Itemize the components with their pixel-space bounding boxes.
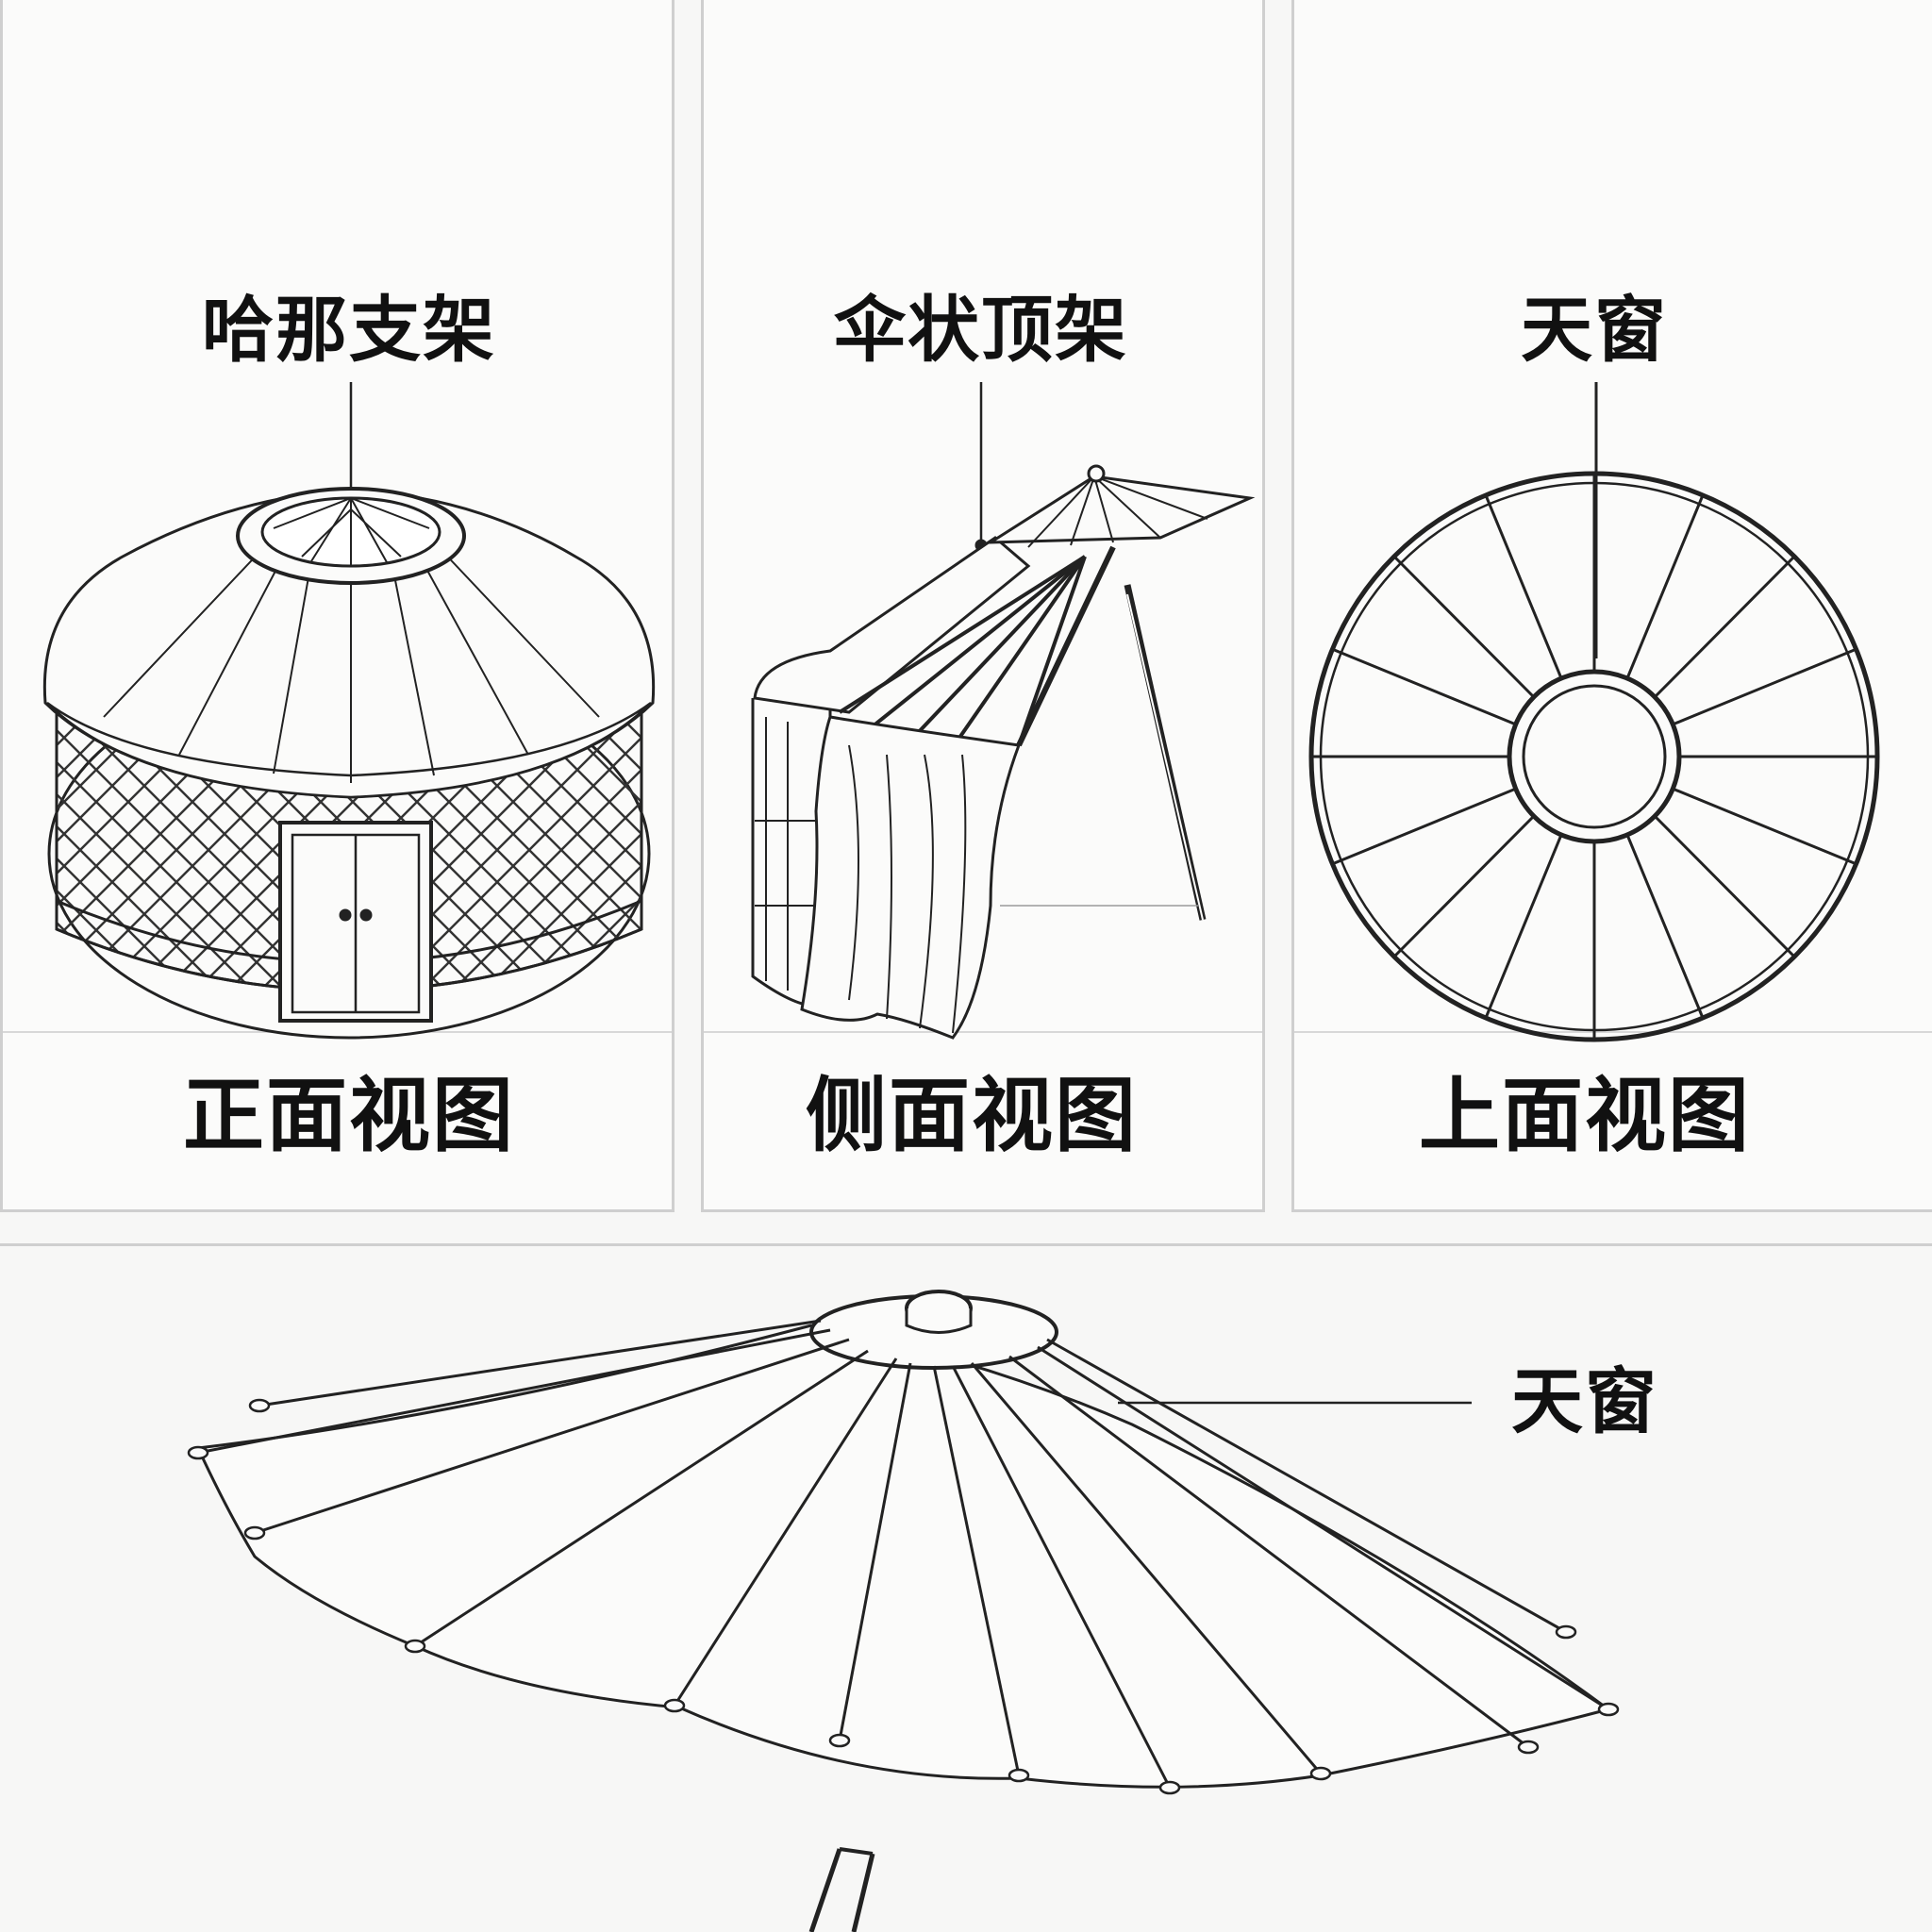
top-view-label: 上面视图 (1419, 1069, 1751, 1163)
umbrella-ribs (197, 1319, 1609, 1789)
wheel-spokes (1311, 474, 1877, 1040)
umbrella-callout-label: 天窗 (1511, 1359, 1658, 1443)
panel-divider (704, 1031, 1262, 1033)
section-rule (0, 1243, 1932, 1246)
panel-divider (1294, 1031, 1932, 1033)
side-callout-label: 伞状顶架 (834, 288, 1128, 372)
top-callout-label: 天窗 (1521, 288, 1668, 372)
front-callout-label: 哈那支架 (202, 288, 496, 372)
side-view-label: 侧面视图 (806, 1069, 1138, 1163)
top-view-panel (1291, 0, 1932, 1212)
side-fabric-drape (800, 715, 1022, 1040)
yurt-side-illustration (751, 382, 1256, 1040)
yurt-front-illustration (42, 382, 656, 1040)
umbrella-illustration (187, 1290, 1620, 1932)
front-view-label: 正面视图 (183, 1069, 515, 1163)
side-view-panel (701, 0, 1265, 1212)
wheel-top-illustration (1308, 382, 1880, 1042)
umbrella-pole (808, 1848, 875, 1932)
wheel-crown-ring (1507, 669, 1682, 844)
